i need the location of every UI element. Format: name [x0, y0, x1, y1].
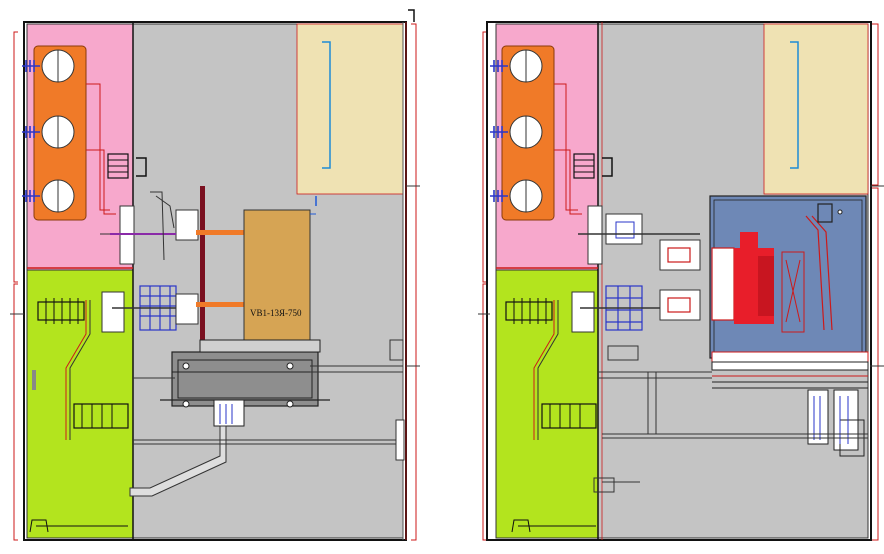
busbar-icon — [33, 45, 116, 221]
panel-left: VB1-13Я-750 — [10, 9, 420, 541]
relay-compartment — [763, 23, 869, 195]
breaker-label: VB1-13Я-750 — [250, 308, 302, 318]
insulator-icon — [22, 60, 40, 202]
current-transformer-icon — [73, 403, 129, 429]
insulator-icon — [505, 298, 553, 324]
panel-right — [478, 21, 884, 541]
breaker-truck — [171, 351, 319, 407]
pole-bar — [200, 186, 205, 346]
breaker-body — [243, 209, 311, 343]
insulator-icon — [37, 298, 85, 324]
current-transformer-icon — [541, 403, 597, 429]
insulator-icon — [490, 60, 508, 202]
relay-compartment — [296, 23, 404, 195]
breaker-poles — [711, 203, 843, 333]
